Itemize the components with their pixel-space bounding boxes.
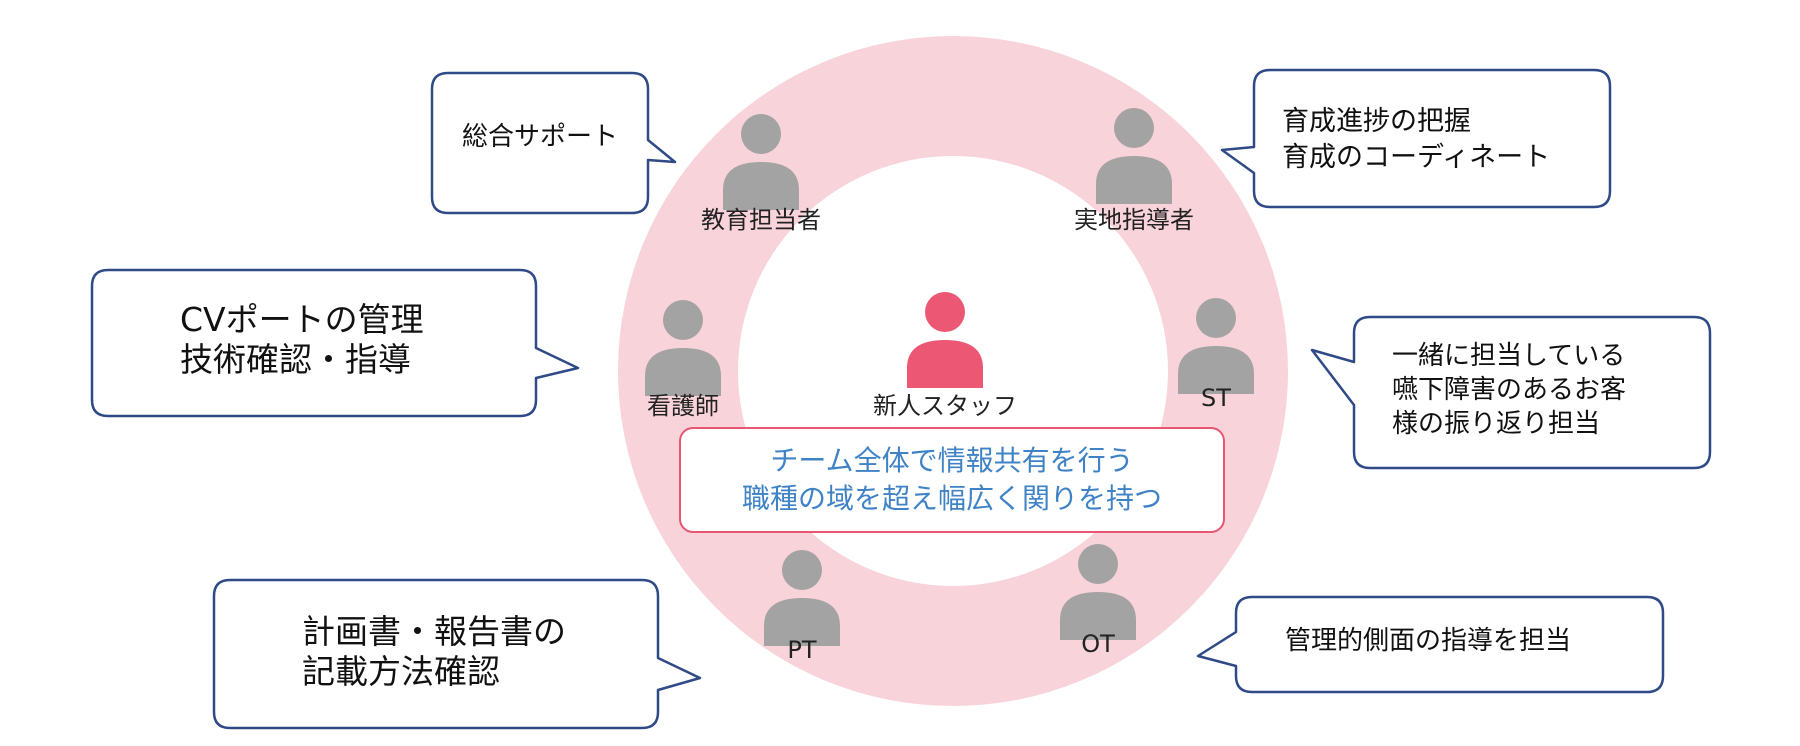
label-pt: PT bbox=[787, 636, 817, 664]
bubble-st-shape bbox=[1310, 315, 1712, 470]
team-message-line-2: 職種の域を超え幅広く関りを持つ bbox=[741, 482, 1162, 515]
person-education-icon bbox=[723, 112, 799, 210]
label-education: 教育担当者 bbox=[701, 206, 821, 234]
bubble-st-text: 一緒に担当している 嚥下障害のあるお客 様の振り返り担当 bbox=[1392, 341, 1627, 439]
bubble-education-text: 総合サポート bbox=[462, 122, 619, 152]
person-pt-icon bbox=[764, 548, 840, 646]
bubble-pt-text: 計画書・報告書の 記載方法確認 bbox=[302, 612, 566, 691]
bubble-preceptor-shape bbox=[1220, 68, 1612, 209]
person-nurse-icon bbox=[645, 298, 721, 396]
bubble-ot-text: 管理的側面の指導を担当 bbox=[1285, 626, 1572, 656]
person-ot-icon bbox=[1060, 542, 1136, 640]
team-message-line-1: チーム全体で情報共有を行う bbox=[770, 444, 1134, 478]
label-nurse: 看護師 bbox=[647, 392, 719, 420]
person-preceptor-icon bbox=[1096, 106, 1172, 204]
person-st-icon bbox=[1178, 296, 1254, 394]
label-preceptor: 実地指導者 bbox=[1074, 206, 1194, 234]
bubble-education-shape bbox=[430, 71, 677, 215]
bubble-pt-shape bbox=[212, 578, 702, 730]
label-ot: OT bbox=[1081, 630, 1115, 658]
label-new-staff: 新人スタッフ bbox=[873, 392, 1017, 420]
label-st: ST bbox=[1201, 384, 1231, 412]
bubble-ot-shape bbox=[1196, 595, 1665, 694]
team-message-box: チーム全体で情報共有を行う 職種の域を超え幅広く関りを持つ bbox=[679, 427, 1225, 533]
bubble-nurse-text: CVポートの管理 技術確認・指導 bbox=[180, 300, 424, 379]
bubble-preceptor-text: 育成進捗の把握 育成のコーディネート bbox=[1282, 106, 1551, 174]
person-new-staff-icon bbox=[907, 290, 983, 388]
bubble-nurse-shape bbox=[90, 268, 580, 418]
